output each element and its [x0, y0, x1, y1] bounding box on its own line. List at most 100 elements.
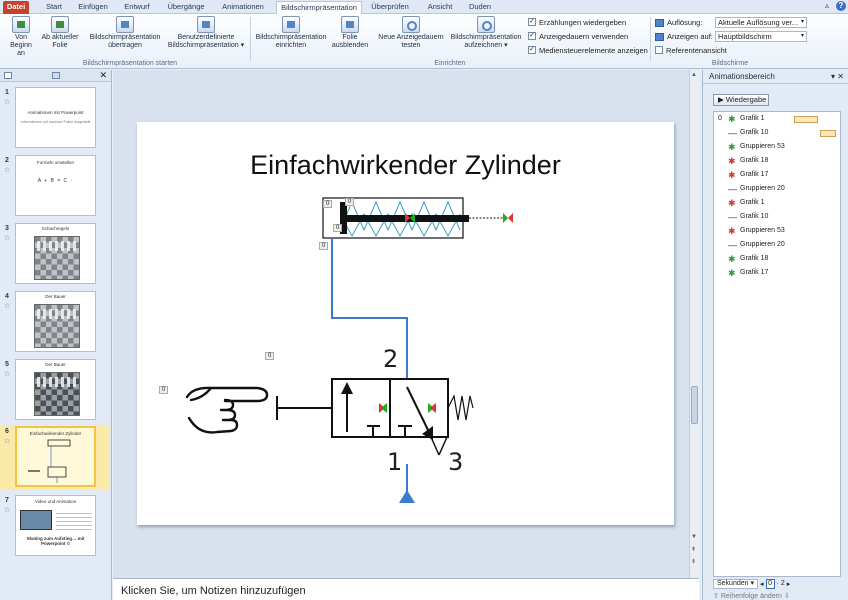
button-label: Von: [14, 34, 28, 41]
tab-uebergaenge[interactable]: Übergänge: [167, 2, 205, 11]
group-divider: [250, 17, 251, 61]
button-label: ausblenden: [331, 42, 369, 49]
animation-item[interactable]: — Grafik 10: [714, 210, 840, 224]
slide-thumbnail-2[interactable]: 2 ☆ Formeln umstellen A + B = C ·: [0, 155, 110, 219]
slide-thumbnail-7[interactable]: 7 ☆ Video und Animation Skating zum Aufs…: [0, 495, 110, 559]
slide-thumbnail-1[interactable]: 1 ☆ Animationen mit Powerpoint Informati…: [0, 87, 110, 151]
directional-valve[interactable]: [276, 378, 474, 456]
tab-entwurf[interactable]: Entwurf: [124, 2, 150, 11]
animation-item[interactable]: — Gruppieren 20: [714, 238, 840, 252]
rehearse-timings-button[interactable]: Neue Anzeigedauern testen: [375, 16, 447, 50]
hide-slide-button[interactable]: Folie ausblenden: [330, 16, 370, 50]
scroll-left-icon[interactable]: ◂: [760, 580, 764, 588]
button-label: Benutzerdefinierte: [177, 34, 235, 41]
animation-item[interactable]: — Grafik 10: [714, 126, 840, 140]
slide-preview: Formeln umstellen A + B = C ·: [15, 155, 96, 216]
notes-placeholder[interactable]: Klicken Sie, um Notizen hinzuzufügen: [121, 585, 306, 597]
checkbox-narrations[interactable]: ✓Erzählungen wiedergeben: [528, 17, 626, 27]
animation-label: Grafik 18: [740, 157, 769, 164]
checkbox-media-controls[interactable]: ✓Mediensteuerelemente anzeigen: [528, 45, 648, 55]
pane-options-icon[interactable]: ▾ ✕: [831, 72, 844, 81]
animation-tag[interactable]: 0: [323, 200, 333, 208]
tab-datei[interactable]: Datei: [3, 1, 29, 14]
resolution-dropdown[interactable]: Aktuelle Auflösung ver...▾: [715, 17, 807, 28]
button-label: übertragen: [108, 42, 142, 49]
close-icon[interactable]: ✕: [99, 70, 107, 80]
tab-duden[interactable]: Duden: [468, 2, 492, 11]
seconds-dropdown[interactable]: Sekunden ▾: [713, 578, 758, 589]
play-icon: ▶: [718, 95, 724, 104]
tab-start[interactable]: Start: [46, 2, 62, 11]
chessboard-image: [34, 372, 80, 416]
slide-thumbnail-4[interactable]: 4 ☆ Der Bauer: [0, 291, 110, 355]
pointing-hand-icon[interactable]: [185, 386, 269, 434]
scroll-down-icon[interactable]: ▼: [691, 534, 697, 540]
animation-item[interactable]: — Gruppieren 20: [714, 182, 840, 196]
checkbox-label: Anzeigedauern verwenden: [539, 31, 629, 41]
slide-thumbnail-6[interactable]: 6 ☆ Einfachwirkender Zylinder: [0, 426, 110, 490]
video-frame-image: [20, 510, 52, 530]
tab-bildschirmpraesentation[interactable]: Bildschirmpräsentation: [276, 1, 362, 15]
slide-thumbnail-5[interactable]: 5 ☆ Der Bauer: [0, 359, 110, 423]
move-down-icon[interactable]: ⇩: [783, 593, 790, 600]
custom-slideshow-icon: [197, 16, 215, 33]
animation-item[interactable]: ✱ Gruppieren 53: [714, 140, 840, 154]
animation-pane-title: Animationsbereich: [709, 72, 775, 81]
animation-item[interactable]: ✱ Grafik 18: [714, 252, 840, 266]
exit-star-icon: ✱: [728, 226, 736, 236]
play-button[interactable]: ▶ Wiedergabe: [713, 94, 769, 106]
record-slideshow-button[interactable]: Bildschirmpräsentation aufzeichnen ▾: [448, 16, 524, 50]
scroll-right-icon[interactable]: ▸: [786, 580, 791, 588]
prev-slide-icon[interactable]: ⇞: [691, 547, 697, 553]
timeline-bar[interactable]: [820, 130, 836, 137]
custom-slideshow-button[interactable]: Benutzerdefinierte Bildschirmpräsentatio…: [164, 16, 248, 50]
from-current-slide-button[interactable]: Ab aktueller Folie: [38, 16, 82, 50]
button-label: Folie: [52, 42, 68, 49]
animation-item[interactable]: 0 ✱ Grafik 1: [714, 112, 840, 126]
next-slide-icon[interactable]: ⇟: [691, 559, 697, 565]
show-on-dropdown[interactable]: Hauptbildschirm▾: [715, 31, 807, 42]
help-icon[interactable]: ?: [836, 1, 846, 11]
motion-path-icon: —: [728, 128, 737, 138]
slide-title[interactable]: Einfachwirkender Zylinder: [250, 150, 561, 180]
animation-item[interactable]: ✱ Grafik 17: [714, 168, 840, 182]
animation-tag[interactable]: 0: [333, 224, 343, 232]
slide-number: 4: [5, 293, 9, 300]
broadcast-icon: [116, 16, 134, 33]
checkbox-presenter-view[interactable]: Referentenansicht: [655, 45, 727, 55]
checkbox-label: Referentenansicht: [666, 45, 727, 55]
ribbon-tab-bar: Datei Start Einfügen Entwurf Übergänge A…: [0, 0, 848, 15]
animation-tag[interactable]: 0: [159, 386, 169, 394]
scroll-up-icon[interactable]: ▲: [691, 72, 697, 78]
group-label-start: Bildschirmpräsentation starten: [82, 60, 178, 67]
tab-ueberpruefen[interactable]: Überprüfen: [371, 2, 409, 11]
button-label: Folie: [342, 34, 358, 41]
slides-tab-icon[interactable]: [4, 72, 12, 79]
tab-einfuegen[interactable]: Einfügen: [78, 2, 108, 11]
button-label: Beginn an: [10, 42, 32, 57]
animation-item[interactable]: ✱ Grafik 17: [714, 266, 840, 280]
checkbox-timings[interactable]: ✓Anzeigedauern verwenden: [528, 31, 628, 41]
ribbon-minimize-icon[interactable]: ▵: [824, 1, 829, 10]
slide-thumbnail-3[interactable]: 3 ☆ Schachregeln: [0, 223, 110, 287]
animation-tag[interactable]: 0: [265, 352, 275, 360]
notes-pane[interactable]: Klicken Sie, um Notizen hinzuzufügen: [113, 578, 699, 600]
animation-item[interactable]: ✱ Gruppieren 53: [714, 224, 840, 238]
move-up-icon[interactable]: ⇧: [713, 593, 719, 600]
from-beginning-button[interactable]: Von Beginn an: [6, 16, 36, 58]
timeline-bar[interactable]: [794, 116, 818, 123]
animation-tag[interactable]: 0: [345, 198, 355, 206]
animation-item[interactable]: ✱ Grafik 1: [714, 196, 840, 210]
broadcast-slideshow-button[interactable]: Bildschirmpräsentation übertragen: [86, 16, 164, 50]
current-slide[interactable]: Einfachwirkender Zylinder: [137, 122, 674, 525]
animation-tag[interactable]: 0: [319, 242, 329, 250]
tab-ansicht[interactable]: Ansicht: [427, 2, 453, 11]
reorder-control[interactable]: ⇧ Reihenfolge ändern ⇩: [713, 592, 790, 600]
setup-slideshow-button[interactable]: Bildschirmpräsentation einrichten: [252, 16, 330, 50]
animation-label: Grafik 10: [740, 213, 769, 220]
tab-animationen[interactable]: Animationen: [222, 2, 264, 11]
scrollbar-thumb[interactable]: [691, 386, 698, 424]
vertical-scrollbar[interactable]: ▲ ▼ ⇞ ⇟: [689, 70, 699, 578]
animation-item[interactable]: ✱ Grafik 18: [714, 154, 840, 168]
outline-tab-icon[interactable]: [52, 72, 60, 79]
